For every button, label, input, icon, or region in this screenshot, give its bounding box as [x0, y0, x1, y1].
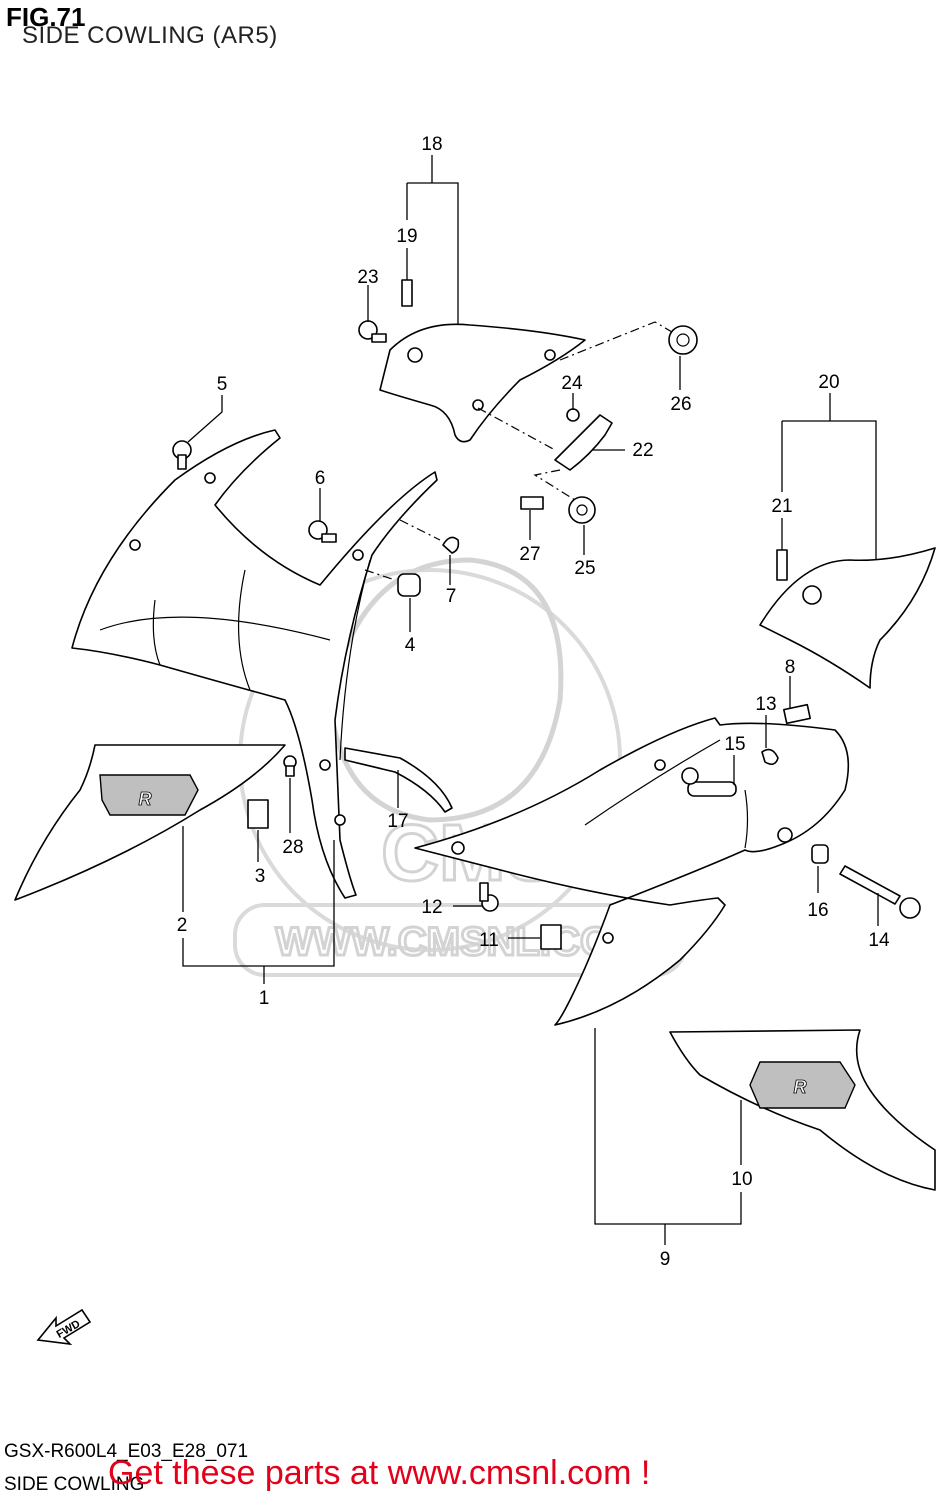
- callout-7: 7: [446, 586, 457, 607]
- callout-6: 6: [315, 468, 326, 489]
- callout-4: 4: [405, 635, 416, 656]
- callout-28: 28: [282, 837, 303, 858]
- callout-15: 15: [724, 734, 745, 755]
- callout-23: 23: [357, 267, 378, 288]
- callout-19: 19: [396, 226, 417, 247]
- callout-25: 25: [574, 558, 595, 579]
- callout-9: 9: [660, 1249, 671, 1270]
- callout-11: 11: [479, 930, 499, 951]
- svg-text:R: R: [794, 1077, 807, 1097]
- callout-5: 5: [217, 374, 228, 395]
- callout-13: 13: [755, 694, 776, 715]
- upper-cowling-part: [71, 429, 438, 899]
- callout-10: 10: [731, 1169, 752, 1190]
- fwd-arrow-icon: FWD: [36, 1308, 92, 1346]
- figure-number: FIG.71: [6, 2, 86, 32]
- callout-18: 18: [421, 134, 442, 155]
- inner-panel-part: [379, 323, 586, 443]
- page-subtitle: SIDE COWLING (AR5): [22, 22, 278, 49]
- leader-lines: [182, 155, 879, 1245]
- callout-2: 2: [177, 915, 188, 936]
- hardware-parts: [172, 279, 921, 950]
- callout-1: 1: [259, 988, 270, 1009]
- diagram-code: GSX-R600L4_E03_E28_071: [4, 1441, 249, 1462]
- callout-24: 24: [561, 373, 583, 394]
- svg-text:R: R: [139, 789, 152, 809]
- callout-27: 27: [519, 544, 540, 565]
- callout-numbers: 18 19 23 5 24 26 22 6 27 25 7 4 20 21 8 …: [177, 134, 890, 1270]
- callout-20: 20: [818, 372, 839, 393]
- cta-link[interactable]: Get these parts at www.cmsnl.com !: [108, 1454, 651, 1492]
- callout-17: 17: [387, 811, 408, 832]
- diagram-name: SIDE COWLING: [4, 1474, 145, 1495]
- dashed-relations: [364, 321, 673, 581]
- lower-decal-part: R: [669, 1029, 936, 1191]
- fwd-label: FWD: [55, 1318, 83, 1341]
- callout-12: 12: [421, 897, 442, 918]
- callout-22: 22: [632, 440, 653, 461]
- callout-16: 16: [807, 900, 828, 921]
- watermark-url: WWW.CMSNL.COM: [276, 920, 645, 964]
- callout-26: 26: [670, 394, 691, 415]
- callout-14: 14: [868, 930, 890, 951]
- upper-decal-part: R: [14, 744, 286, 901]
- lower-cowling-part: [414, 717, 850, 1026]
- callout-3: 3: [255, 866, 266, 887]
- inner-lower-panel-part: [759, 547, 936, 689]
- callout-21: 21: [771, 496, 792, 517]
- callout-8: 8: [785, 657, 796, 678]
